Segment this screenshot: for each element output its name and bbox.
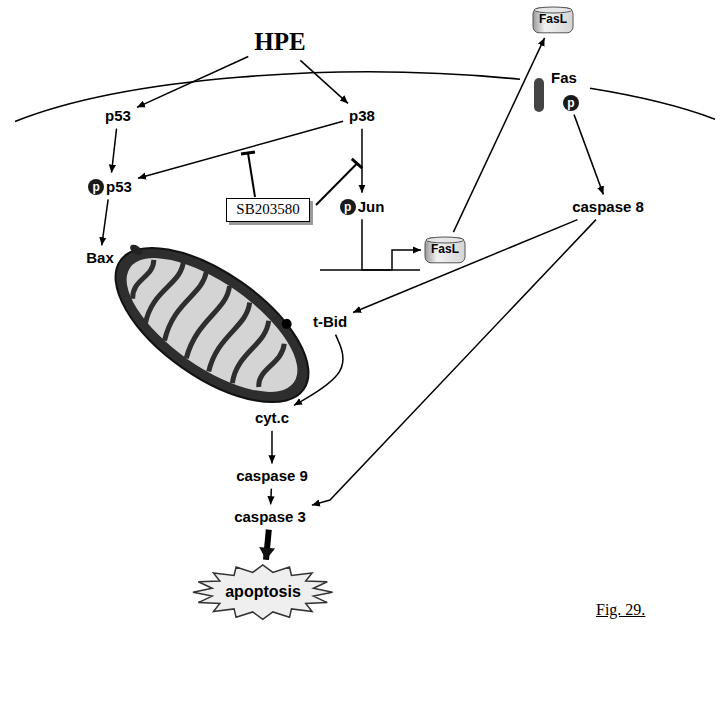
node-text: p38 — [349, 107, 375, 124]
inhibition-bar — [241, 152, 255, 154]
node-text: FasL — [539, 12, 567, 26]
phospho-protein: pp53 — [85, 176, 135, 197]
node-text: caspase 3 — [234, 508, 306, 525]
ligand-icon: FasL — [424, 235, 466, 265]
node-text: p53 — [106, 178, 132, 195]
figure-caption: Fig. 29. — [596, 601, 645, 619]
phospho-badge: p — [88, 179, 104, 195]
node-text: Fas — [551, 69, 579, 86]
node-text: caspase 9 — [236, 467, 308, 484]
bax-dot — [128, 243, 144, 258]
ligand-body — [533, 8, 573, 33]
pathway-arrow — [453, 38, 544, 232]
node-text: FasL — [431, 242, 459, 256]
node-text: apoptosis — [225, 583, 301, 600]
pathway-arrow — [574, 115, 603, 195]
protein-label: t-Bid — [310, 312, 350, 331]
stimulus-label: HPE — [251, 27, 308, 58]
node-text: caspase 8 — [572, 198, 644, 215]
pathway-arrow — [266, 530, 269, 560]
node-text: Bax — [86, 249, 114, 266]
pathway-arrow — [361, 129, 363, 193]
mitochondrion — [90, 218, 333, 432]
protein-label: Bax — [83, 248, 117, 267]
pathway-arrow — [112, 129, 117, 173]
inhibitor-box: SB203580 — [226, 198, 309, 221]
pathway-arrow — [300, 60, 348, 103]
outer-membrane — [90, 218, 333, 432]
phospho-badge: p — [340, 199, 356, 215]
pathway-arrow — [270, 489, 272, 505]
pathway-arrow — [362, 219, 421, 270]
protein-label: caspase 8 — [569, 197, 647, 216]
ligand-body — [425, 238, 465, 263]
phospho-badge: p — [563, 95, 579, 111]
ligand-icon: FasL — [532, 5, 574, 35]
cell-membrane — [15, 72, 520, 122]
inhibition-line — [248, 153, 255, 197]
protein-label: cyt.c — [252, 408, 292, 427]
receptor-label: Fas p — [548, 68, 582, 111]
pathway-arrow — [271, 431, 273, 464]
pathway-arrow — [312, 220, 596, 506]
node-text: HPE — [254, 28, 305, 55]
phospho-protein: pJun — [337, 196, 388, 217]
bid-dot — [280, 317, 294, 331]
node-text: SB203580 — [236, 201, 299, 217]
protein-label: caspase 3 — [231, 507, 309, 526]
node-text: Jun — [358, 198, 385, 215]
cristae — [118, 242, 296, 402]
pathway-arrow — [353, 220, 577, 313]
matrix — [106, 233, 318, 417]
burst-outline — [193, 565, 333, 619]
pathway-arrow — [138, 121, 343, 178]
node-text: p53 — [105, 107, 131, 124]
node-text: t-Bid — [313, 313, 347, 330]
pathway-arrow — [137, 56, 248, 107]
cell-membrane — [590, 88, 715, 119]
protein-label: p53 — [102, 106, 134, 125]
protein-label: caspase 9 — [233, 466, 311, 485]
inhibition-bar — [352, 159, 362, 168]
receptor-symbol — [534, 78, 544, 112]
apoptosis-burst: apoptosis — [191, 563, 335, 621]
pathway-arrow — [102, 199, 108, 245]
node-text: cyt.c — [255, 409, 289, 426]
protein-label: p38 — [346, 106, 378, 125]
pathway-arrow — [294, 335, 343, 406]
